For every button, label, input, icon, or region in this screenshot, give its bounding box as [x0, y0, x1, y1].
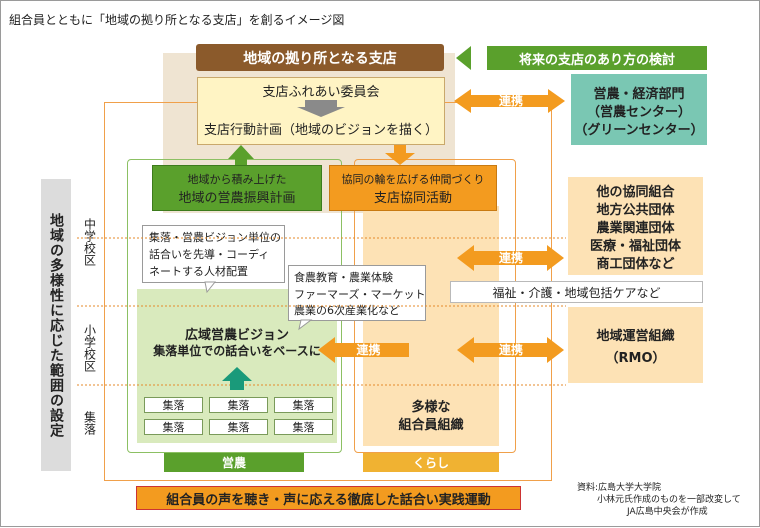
top-banner: 地域の拠り所となる支店: [196, 44, 444, 71]
food-education-note: [288, 265, 426, 321]
renkei-label-orgs: 連携: [498, 251, 523, 265]
diverse-org-line-2: 組合員組織: [398, 417, 464, 433]
level-elementary-school: 小学校区: [82, 324, 97, 372]
level-middle-school: 中学校区: [82, 218, 97, 266]
coordinator-note-line-3: ネートする人材配置: [149, 265, 248, 278]
action-plan-label: 支店行動計画（地域のビジョンを描く）: [203, 122, 438, 138]
source-line-3: JA広島中央会が作成: [627, 507, 708, 517]
future-banner: 将来の支店のあり方の検討: [487, 46, 707, 70]
orgs-line-2: 地方公共団体: [596, 203, 675, 218]
plan-right-box: [329, 165, 497, 211]
welfare-box: 福祉・介護・地域包括ケアなど: [450, 281, 703, 303]
plan-right-line-2: 支店協同活動: [373, 191, 452, 206]
kurashi-bar: くらし: [363, 453, 499, 472]
renkei-label-vision: 連携: [356, 343, 381, 357]
renkei-label-rmo: 連携: [498, 343, 523, 357]
rmo-box: [568, 307, 703, 383]
dept-line-3: （グリーンセンター）: [574, 123, 704, 138]
range-setting-label: 地域の多様性に応じた範囲の設定: [48, 212, 64, 438]
village-cell: 集落: [209, 397, 268, 413]
village-cell: 集落: [274, 419, 333, 435]
village-cell: 集落: [144, 419, 203, 435]
diverse-org-line-1: 多様な: [411, 399, 451, 415]
village-cell: 集落: [274, 397, 333, 413]
village-cell: 集落: [144, 397, 203, 413]
vision-title: 広域営農ビジョン: [184, 327, 289, 343]
diagram-title: 組合員とともに「地域の拠り所となる支店」を創るイメージ図: [9, 13, 345, 27]
orgs-box: [568, 177, 703, 275]
source-line-1: 資料:広島大学大学院: [577, 483, 662, 493]
coordinator-note-line-2: 話合いを先導・コーディ: [149, 248, 270, 261]
level-village: 集落: [82, 411, 97, 435]
einou-bar: 営農: [164, 453, 304, 472]
food-note-line-2: ファーマーズ・マーケット: [294, 288, 426, 301]
rmo-line-2: （RMO）: [605, 350, 666, 366]
plan-left-line-2: 地域の営農振興計画: [178, 191, 296, 206]
orgs-line-3: 農業関連団体: [596, 221, 675, 236]
rmo-line-1: 地域運営組織: [596, 328, 675, 344]
committee-label: 支店ふれあい委員会: [262, 84, 380, 100]
plan-left-line-1: 地域から積み上げた: [187, 172, 287, 186]
renkei-label-dept: 連携: [498, 94, 523, 108]
coordinator-note-line-1: 集落・営農ビジョン単位の: [149, 231, 281, 244]
village-cell: 集落: [209, 419, 268, 435]
vision-subtitle: 集落単位での話合いをベースに: [153, 343, 321, 358]
plan-right-line-1: 協同の輪を広げる仲間づくり: [341, 172, 485, 186]
dept-box: [571, 74, 707, 145]
orgs-line-1: 他の協同組合: [596, 185, 675, 200]
food-note-line-3: 農業の6次産業化など: [294, 304, 400, 317]
orgs-line-4: 医療・福祉団体: [589, 239, 681, 254]
bottom-banner: 組合員の声を聴き・声に応える徹底した話合い実践運動: [136, 486, 521, 510]
dept-line-1: 営農・経済部門: [593, 87, 685, 102]
food-note-line-1: 食農教育・農業体験: [294, 271, 393, 284]
future-arrow-head: [456, 46, 471, 70]
range-setting-side-bar: [41, 179, 71, 471]
plan-left-box: [152, 165, 322, 211]
dept-line-2: （営農センター）: [586, 105, 691, 120]
source-line-2: 小林元氏作成のものを一部改変して: [597, 495, 741, 505]
orgs-line-5: 商工団体など: [596, 257, 675, 272]
